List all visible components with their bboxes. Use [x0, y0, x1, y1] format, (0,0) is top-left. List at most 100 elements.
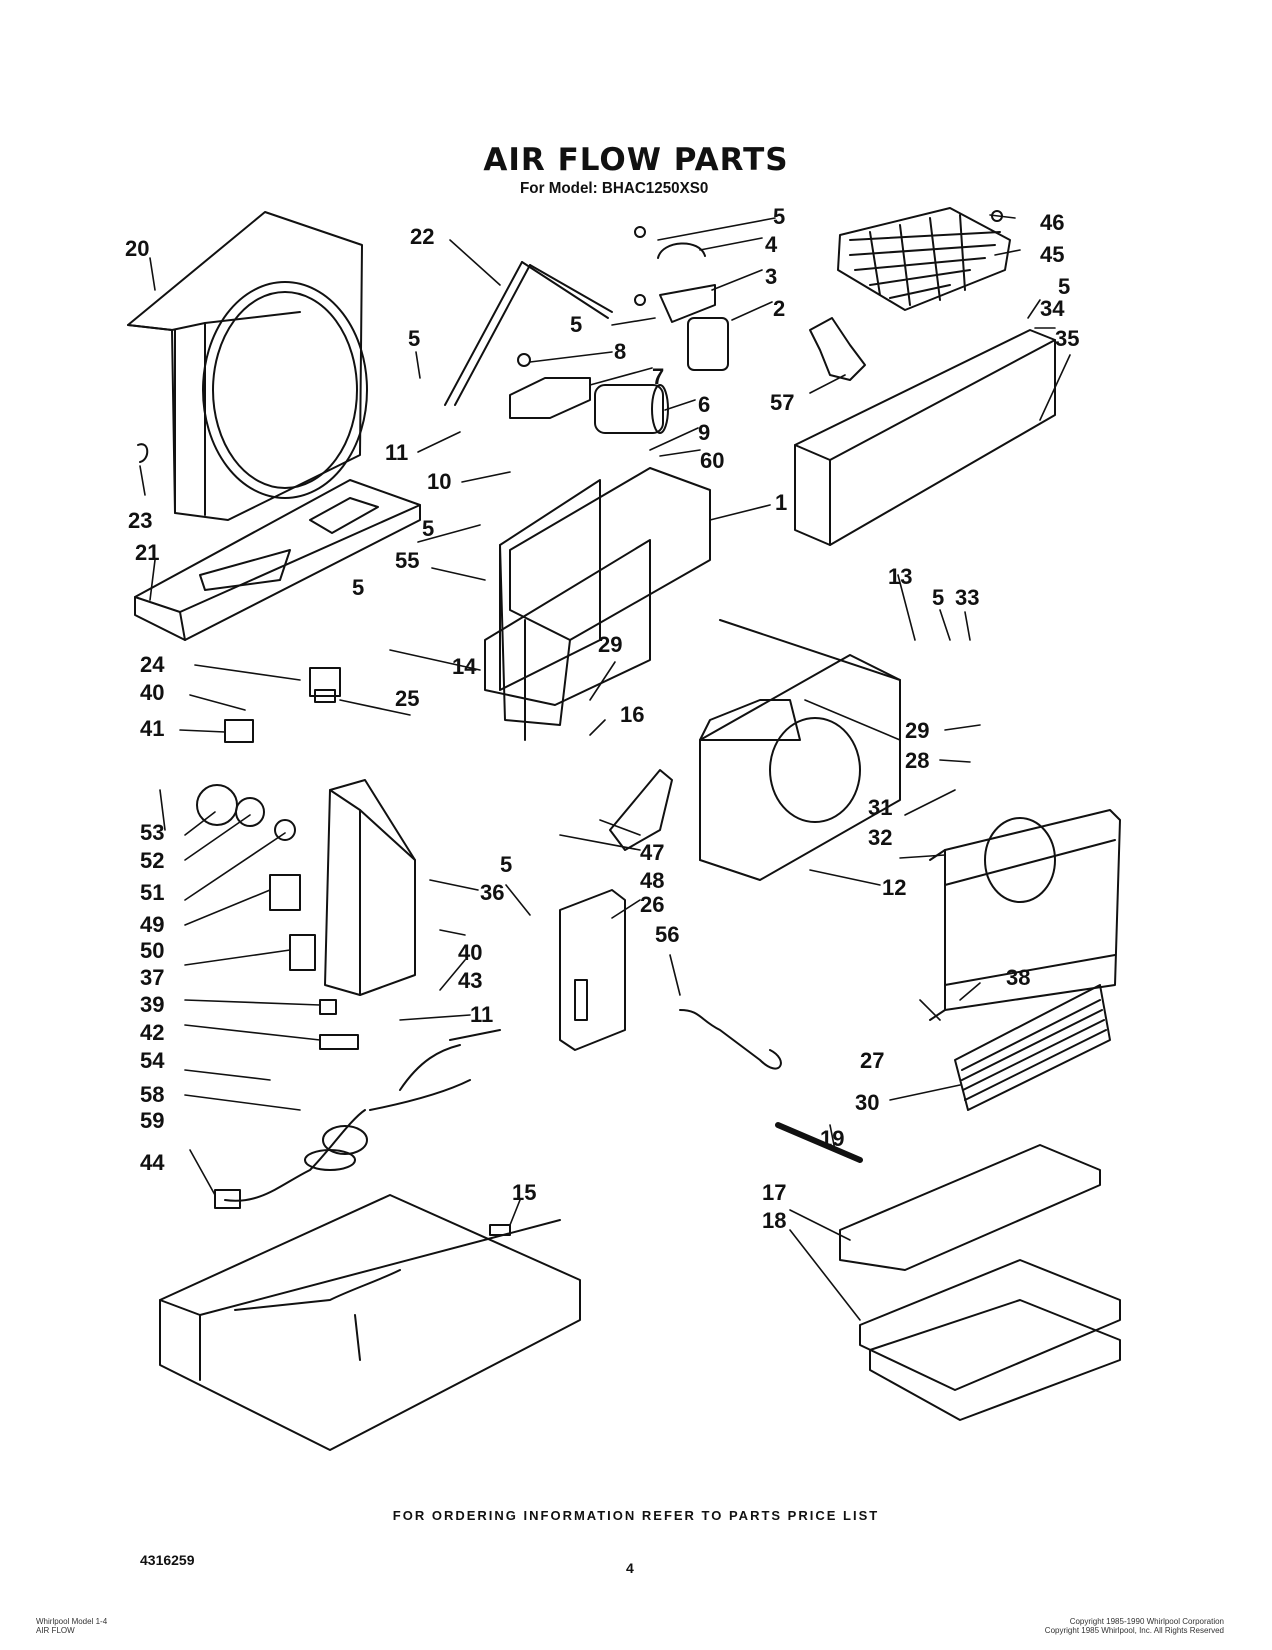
label-43: 43	[458, 968, 482, 993]
label-11a: 11	[385, 440, 408, 465]
label-37: 37	[140, 965, 164, 990]
page-title: AIR FLOW PARTS	[483, 142, 789, 178]
footer-left-line2: AIR FLOW	[36, 1626, 75, 1635]
label-13: 13	[888, 564, 912, 589]
label-44: 44	[140, 1150, 165, 1175]
label-23: 23	[128, 508, 152, 533]
label-5h: 5	[500, 852, 512, 877]
label-51: 51	[140, 880, 164, 905]
label-16: 16	[620, 702, 644, 727]
label-25: 25	[395, 686, 419, 711]
label-46: 46	[1040, 210, 1064, 235]
control-box-part	[325, 780, 415, 995]
label-21: 21	[135, 540, 159, 565]
bracket-parts	[510, 227, 728, 433]
label-47: 47	[640, 840, 664, 865]
top-cover-part	[795, 330, 1055, 545]
access-panel-part	[560, 890, 625, 1050]
copyright-line1: Copyright 1985-1990 Whirlpool Corporatio…	[1069, 1617, 1224, 1626]
label-31: 31	[868, 795, 892, 820]
front-panel-part	[700, 620, 900, 880]
label-59: 59	[140, 1108, 164, 1133]
label-32: 32	[868, 825, 892, 850]
label-8: 8	[614, 339, 626, 364]
label-56: 56	[655, 922, 679, 947]
ordering-note: FOR ORDERING INFORMATION REFER TO PARTS …	[392, 1508, 880, 1523]
label-11b: 11	[470, 1002, 493, 1027]
leader-lines	[140, 215, 1070, 1320]
coil-part	[955, 985, 1110, 1110]
label-36: 36	[480, 880, 504, 905]
footer-left-line1: Whirlpool Model 1-4	[36, 1617, 108, 1626]
label-18: 18	[762, 1208, 786, 1233]
copyright-line2: Copyright 1985 Whirlpool, Inc. All Right…	[1044, 1626, 1224, 1635]
label-3: 3	[765, 264, 777, 289]
label-5g: 5	[932, 585, 944, 610]
heater-part	[610, 770, 672, 850]
label-15: 15	[512, 1180, 536, 1205]
label-2: 2	[773, 296, 785, 321]
label-5b: 5	[408, 326, 420, 351]
label-10: 10	[427, 469, 451, 494]
screw-part	[490, 1225, 510, 1235]
label-1: 1	[775, 490, 787, 515]
label-5c: 5	[570, 312, 582, 337]
label-5f: 5	[352, 575, 364, 600]
air-guide-part	[135, 480, 420, 640]
label-5d: 5	[1058, 274, 1070, 299]
bulkhead-part	[485, 468, 710, 740]
label-19: 19	[820, 1126, 844, 1151]
drain-pan-part	[840, 1145, 1120, 1420]
label-29b: 29	[905, 718, 929, 743]
label-29a: 29	[598, 632, 622, 657]
part-labels: 1 2 3 4 5 5 5 5 5 5 5 5 6 7 8 9 10 11 11…	[125, 204, 1079, 1233]
label-40b: 40	[458, 940, 482, 965]
base-pan-part	[160, 1195, 580, 1450]
label-60: 60	[700, 448, 724, 473]
label-55: 55	[395, 548, 419, 573]
label-22: 22	[410, 224, 434, 249]
label-34: 34	[1040, 296, 1065, 321]
label-28: 28	[905, 748, 929, 773]
label-50: 50	[140, 938, 164, 963]
label-35: 35	[1055, 326, 1079, 351]
label-54: 54	[140, 1048, 165, 1073]
label-33: 33	[955, 585, 979, 610]
label-40a: 40	[140, 680, 164, 705]
model-subtitle: For Model: BHAC1250XS0	[520, 180, 709, 197]
label-58: 58	[140, 1082, 164, 1107]
label-30: 30	[855, 1090, 879, 1115]
label-24: 24	[140, 652, 165, 677]
label-57: 57	[770, 390, 794, 415]
label-5e: 5	[422, 516, 434, 541]
label-5a: 5	[773, 204, 785, 229]
fan-shroud-part	[128, 212, 367, 520]
label-6: 6	[698, 392, 710, 417]
label-17: 17	[762, 1180, 786, 1205]
clip-part	[138, 444, 147, 462]
label-45: 45	[1040, 242, 1064, 267]
support-rod-part	[445, 262, 612, 405]
label-42: 42	[140, 1020, 164, 1045]
label-49: 49	[140, 912, 164, 937]
thermostat-part	[810, 318, 865, 380]
document-number: 4316259	[140, 1552, 195, 1568]
page-number: 4	[626, 1560, 634, 1576]
label-4: 4	[765, 232, 778, 257]
label-20: 20	[125, 236, 149, 261]
label-12: 12	[882, 875, 906, 900]
seal-strip-part	[778, 1125, 860, 1160]
label-9: 9	[698, 420, 710, 445]
label-7: 7	[652, 364, 664, 389]
label-53: 53	[140, 820, 164, 845]
label-39: 39	[140, 992, 164, 1017]
label-14: 14	[452, 654, 477, 679]
label-52: 52	[140, 848, 164, 873]
wire-part	[680, 1010, 781, 1069]
label-41: 41	[140, 716, 164, 741]
label-26: 26	[640, 892, 664, 917]
label-48: 48	[640, 868, 664, 893]
grille-part	[838, 208, 1010, 310]
power-cord-part	[215, 1030, 500, 1208]
